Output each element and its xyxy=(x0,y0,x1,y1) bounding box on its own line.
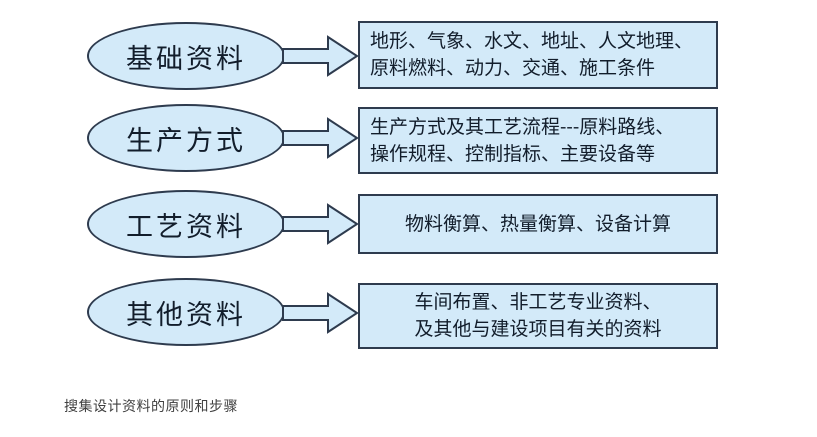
ellipse-basic-data: 基础资料 xyxy=(87,22,285,90)
ellipse-other-data: 其他资料 xyxy=(87,278,285,346)
box-line: 地形、气象、水文、地址、人文地理、 xyxy=(370,30,694,52)
box-process-data: 物料衡算、热量衡算、设备计算 xyxy=(358,194,718,254)
ellipse-label: 生产方式 xyxy=(126,125,246,157)
box-other-data: 车间布置、非工艺专业资料、 及其他与建设项目有关的资料 xyxy=(358,283,718,349)
box-line: 生产方式及其工艺流程---原料路线、 xyxy=(370,115,675,138)
ellipse-label: 工艺资料 xyxy=(126,211,246,243)
right-arrow-icon xyxy=(282,35,359,77)
right-arrow-icon xyxy=(282,117,359,159)
box-basic-data: 地形、气象、水文、地址、人文地理、 原料燃料、动力、交通、施工条件 xyxy=(358,21,718,89)
diagram-caption: 搜集设计资料的原则和步骤 xyxy=(64,398,238,414)
box-line: 车间布置、非工艺专业资料、 xyxy=(414,291,662,313)
ellipse-production-method: 生产方式 xyxy=(87,104,285,172)
ellipse-process-data: 工艺资料 xyxy=(87,190,285,258)
right-arrow-icon xyxy=(282,292,359,334)
box-line: 原料燃料、动力、交通、施工条件 xyxy=(370,57,656,79)
right-arrow-icon xyxy=(282,203,359,245)
box-line: 操作规程、控制指标、主要设备等 xyxy=(370,142,656,165)
box-line: 物料衡算、热量衡算、设备计算 xyxy=(404,212,671,235)
box-line: 及其他与建设项目有关的资料 xyxy=(414,318,662,340)
ellipse-label: 其他资料 xyxy=(126,299,246,331)
ellipse-label: 基础资料 xyxy=(126,43,246,75)
box-production-method: 生产方式及其工艺流程---原料路线、 操作规程、控制指标、主要设备等 xyxy=(358,107,718,174)
